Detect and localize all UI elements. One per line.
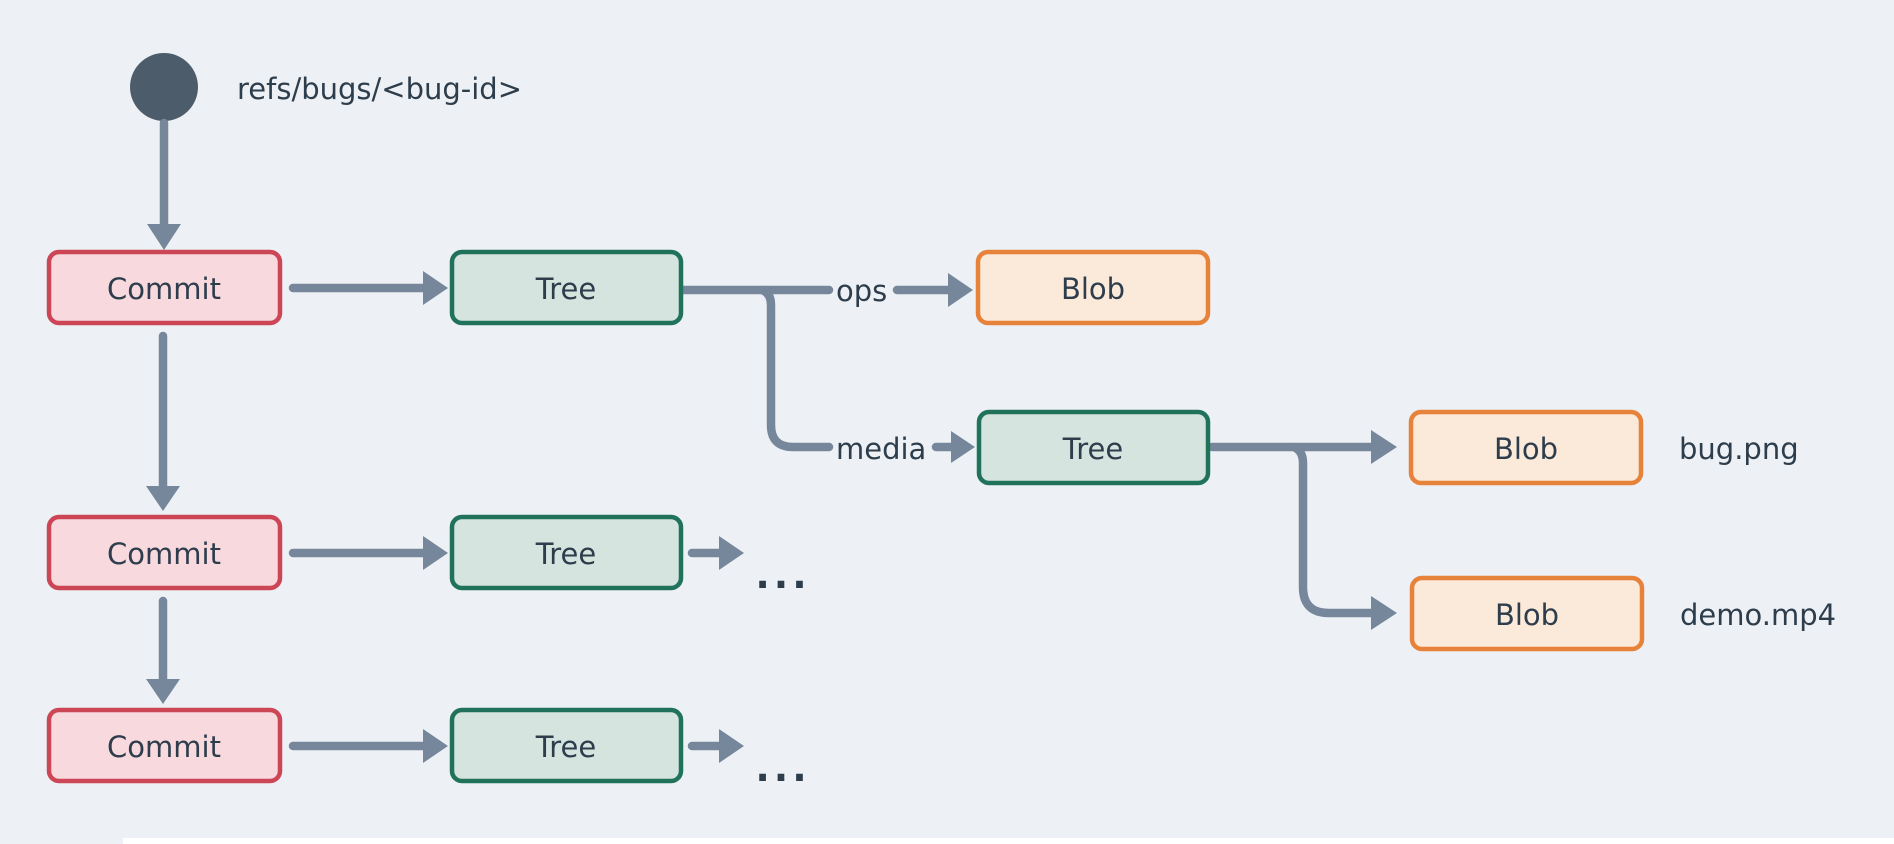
file-label-bug: bug.png [1679, 432, 1799, 466]
bottom-strip [123, 838, 1894, 844]
blob-label: Blob [1494, 432, 1558, 466]
ref-pointer: refs/bugs/<bug-id> [130, 53, 522, 121]
commit-label: Commit [107, 730, 221, 764]
blob-box [1408, 409, 1644, 486]
arrowhead-right-icon [423, 536, 448, 570]
arrow-tree-bot-to-ellipsis [687, 729, 744, 763]
arrow-commit3-to-tree-bot [288, 729, 448, 763]
arrowhead-right-icon [719, 536, 744, 570]
tree-box [976, 409, 1211, 486]
tree-node-root: Tree [449, 249, 684, 326]
arrowhead-right-icon [951, 431, 975, 463]
arrow-media-to-tree [931, 431, 975, 463]
arrowhead-down-icon [146, 486, 180, 511]
arrowhead-right-icon [423, 271, 448, 305]
arrowhead-down-icon [147, 224, 181, 250]
tree-box [449, 707, 684, 784]
commit-label: Commit [107, 537, 221, 571]
edge-label-media: media [836, 432, 926, 466]
blob-node-bug: Blob [1408, 409, 1644, 486]
commit-box [46, 707, 283, 784]
arrow-commit2-to-tree-mid [288, 536, 448, 570]
blob-label: Blob [1061, 272, 1125, 306]
arrowhead-right-icon [423, 729, 448, 763]
tree-node-mid: Tree [449, 514, 684, 591]
tree-node-media: Tree [976, 409, 1211, 486]
ellipsis-mid: ... [755, 553, 810, 597]
arrow-commit2-to-commit3 [146, 596, 180, 704]
arrow-ref-to-commit1 [147, 118, 181, 250]
ref-circle-icon [130, 53, 198, 121]
tree-box [449, 249, 684, 326]
arrowhead-right-icon [1371, 430, 1397, 464]
tree-box [449, 514, 684, 591]
tree-label: Tree [535, 272, 596, 306]
edge-label-ops: ops [836, 274, 887, 308]
commit-node-2: Commit [46, 514, 283, 591]
arrowhead-right-icon [948, 273, 973, 307]
blob-node-ops: Blob [975, 249, 1211, 326]
arrow-commit1-to-tree-root [288, 271, 448, 305]
tree-label: Tree [535, 537, 596, 571]
arrow-tree-media-to-blob-demo [1289, 442, 1397, 630]
arrow-commit1-to-commit2 [146, 331, 180, 511]
arrow-ops-to-blob [892, 273, 973, 307]
ellipsis-bot: ... [755, 746, 810, 790]
file-label-demo: demo.mp4 [1680, 598, 1836, 632]
tree-node-bot: Tree [449, 707, 684, 784]
arrow-tree-mid-to-ellipsis [687, 536, 744, 570]
commit-node-1: Commit [46, 249, 283, 326]
arrowhead-down-icon [146, 679, 180, 704]
blob-box [975, 249, 1211, 326]
tree-label: Tree [1062, 432, 1123, 466]
arrowhead-right-icon [719, 729, 744, 763]
blob-box [1409, 575, 1645, 652]
ref-label: refs/bugs/<bug-id> [237, 72, 522, 106]
commit-node-3: Commit [46, 707, 283, 784]
commit-box [46, 249, 283, 326]
edge-tree-root-to-media-branch [757, 285, 834, 452]
tree-label: Tree [535, 730, 596, 764]
blob-label: Blob [1495, 598, 1559, 632]
arrowhead-right-icon [1371, 596, 1397, 630]
commit-label: Commit [107, 272, 221, 306]
commit-box [46, 514, 283, 591]
blob-node-demo: Blob [1409, 575, 1645, 652]
